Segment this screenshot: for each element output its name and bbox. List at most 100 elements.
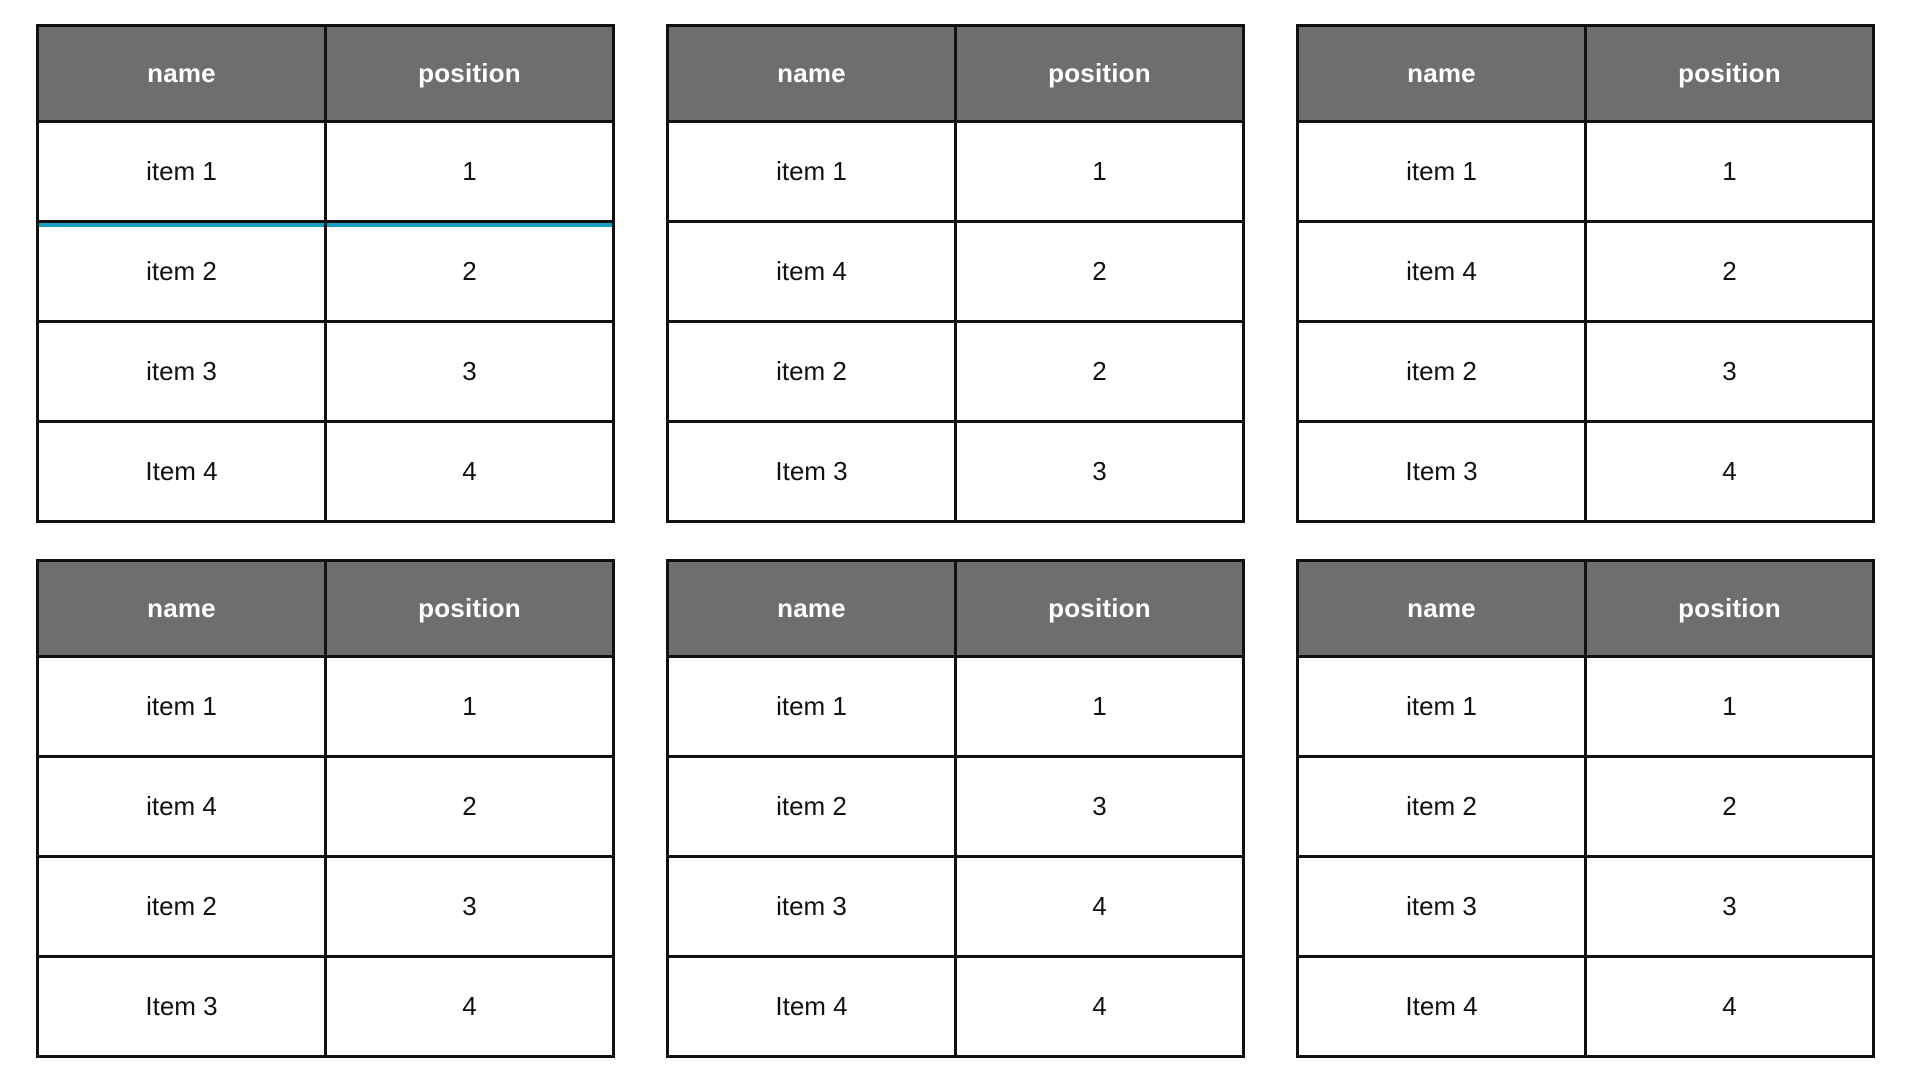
cell-position[interactable]: 1 <box>954 655 1245 758</box>
cell-name[interactable]: item 2 <box>1296 320 1587 423</box>
cell-name[interactable]: item 3 <box>666 855 957 958</box>
column-header-name[interactable]: name <box>666 24 957 123</box>
cell-name[interactable]: item 3 <box>36 320 327 423</box>
cell-position[interactable]: 4 <box>324 955 615 1058</box>
cell-position[interactable]: 4 <box>1584 420 1875 523</box>
cell-name[interactable]: item 2 <box>666 320 957 423</box>
cell-position[interactable]: 3 <box>1584 855 1875 958</box>
column-header-position[interactable]: position <box>324 24 615 123</box>
cell-name[interactable]: item 2 <box>36 220 327 323</box>
column-header-position[interactable]: position <box>1584 24 1875 123</box>
cell-position[interactable]: 3 <box>324 855 615 958</box>
cell-name[interactable]: item 1 <box>666 120 957 223</box>
cell-position[interactable]: 2 <box>324 220 615 323</box>
column-header-position[interactable]: position <box>324 559 615 658</box>
cell-position[interactable]: 1 <box>324 655 615 758</box>
column-header-position[interactable]: position <box>954 24 1245 123</box>
cell-name[interactable]: item 2 <box>36 855 327 958</box>
cell-name[interactable]: item 3 <box>1296 855 1587 958</box>
column-header-name[interactable]: name <box>666 559 957 658</box>
cell-position[interactable]: 3 <box>1584 320 1875 423</box>
column-header-position[interactable]: position <box>954 559 1245 658</box>
cell-position[interactable]: 4 <box>954 855 1245 958</box>
cell-name[interactable]: item 4 <box>36 755 327 858</box>
cell-position[interactable]: 2 <box>1584 755 1875 858</box>
cell-position[interactable]: 4 <box>1584 955 1875 1058</box>
cell-name[interactable]: item 2 <box>1296 755 1587 858</box>
cell-name[interactable]: item 4 <box>1296 220 1587 323</box>
cell-position[interactable]: 2 <box>954 220 1245 323</box>
cell-name[interactable]: Item 4 <box>36 420 327 523</box>
cell-name[interactable]: Item 4 <box>666 955 957 1058</box>
cell-name[interactable]: item 1 <box>36 655 327 758</box>
column-header-name[interactable]: name <box>1296 24 1587 123</box>
cell-position[interactable]: 1 <box>954 120 1245 223</box>
cell-name[interactable]: item 4 <box>666 220 957 323</box>
cell-position[interactable]: 1 <box>1584 655 1875 758</box>
cell-position[interactable]: 1 <box>324 120 615 223</box>
column-header-name[interactable]: name <box>36 24 327 123</box>
cell-name[interactable]: item 1 <box>666 655 957 758</box>
cell-position[interactable]: 4 <box>954 955 1245 1058</box>
cell-name[interactable]: Item 3 <box>1296 420 1587 523</box>
cell-position[interactable]: 3 <box>954 755 1245 858</box>
cell-position[interactable]: 4 <box>324 420 615 523</box>
cell-name[interactable]: Item 4 <box>1296 955 1587 1058</box>
cell-name[interactable]: item 1 <box>1296 655 1587 758</box>
cell-name[interactable]: Item 3 <box>36 955 327 1058</box>
cell-position[interactable]: 1 <box>1584 120 1875 223</box>
column-header-position[interactable]: position <box>1584 559 1875 658</box>
cell-name[interactable]: item 1 <box>36 120 327 223</box>
cell-position[interactable]: 3 <box>324 320 615 423</box>
cell-position[interactable]: 3 <box>954 420 1245 523</box>
cell-name[interactable]: Item 3 <box>666 420 957 523</box>
cell-position[interactable]: 2 <box>1584 220 1875 323</box>
cell-name[interactable]: item 1 <box>1296 120 1587 223</box>
cell-position[interactable]: 2 <box>324 755 615 858</box>
column-header-name[interactable]: name <box>36 559 327 658</box>
cell-name[interactable]: item 2 <box>666 755 957 858</box>
column-header-name[interactable]: name <box>1296 559 1587 658</box>
cell-position[interactable]: 2 <box>954 320 1245 423</box>
